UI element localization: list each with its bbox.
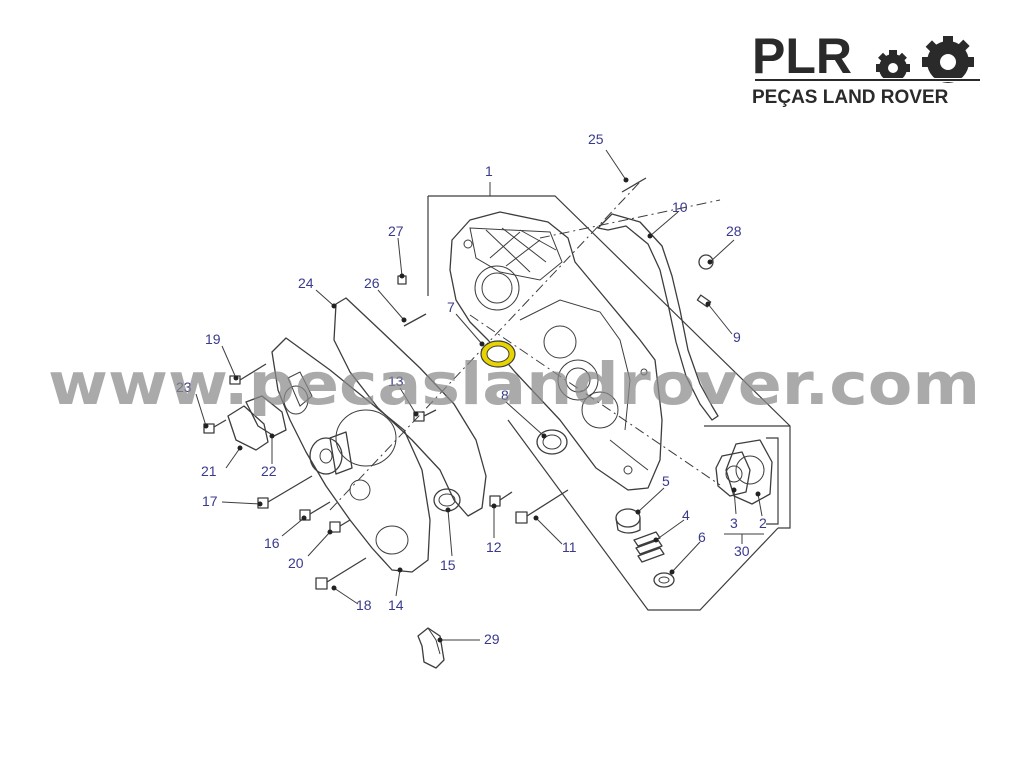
callout-7: 7: [447, 299, 455, 315]
timing-case: [449, 211, 663, 491]
cover-plates: [227, 395, 287, 451]
crank-seal: [536, 429, 568, 455]
callout-26: 26: [364, 275, 380, 291]
logo-subtitle: PEÇAS LAND ROVER: [752, 87, 949, 108]
callout-19: 19: [205, 331, 221, 347]
callout-28: 28: [726, 223, 742, 239]
callout-14: 14: [388, 597, 404, 613]
cover-seal: [433, 488, 461, 512]
oil-seal-highlighted: [480, 340, 516, 368]
watermark-url: www.pecaslandrover.com: [48, 350, 980, 418]
oil-pump: [715, 439, 773, 505]
callout-21: 21: [201, 463, 217, 479]
plr-logo: PLR PEÇAS LAND ROVER: [752, 28, 980, 108]
callout-6: 6: [698, 529, 706, 545]
callout-5: 5: [662, 473, 670, 489]
callout-1: 1: [485, 163, 493, 179]
fasteners: [203, 177, 714, 590]
callout-30: 30: [734, 543, 750, 559]
callout-11: 11: [562, 539, 577, 555]
front-cover: [271, 337, 431, 573]
callout-3: 3: [730, 515, 738, 531]
callout-20: 20: [288, 555, 304, 571]
callout-9: 9: [733, 329, 741, 345]
callout-13: 13: [388, 373, 404, 389]
callout-15: 15: [440, 557, 456, 573]
housing-frame: [427, 195, 791, 611]
callout-18: 18: [356, 597, 372, 613]
callout-25: 25: [588, 131, 604, 147]
callout-27: 27: [388, 223, 404, 239]
callout-8: 8: [501, 387, 509, 403]
callout-24: 24: [298, 275, 314, 291]
front-gasket: [333, 297, 487, 517]
callout-12: 12: [486, 539, 502, 555]
callout-22: 22: [261, 463, 277, 479]
callout-10: 10: [672, 199, 688, 215]
relief-valve-parts: [615, 508, 675, 588]
callout-17: 17: [202, 493, 218, 509]
callout-2: 2: [759, 515, 767, 531]
callout-labels: 1 2 3 4 5 6 7 8 9 10 11 12 13 14 15 16 1…: [176, 131, 767, 647]
callout-23: 23: [176, 379, 192, 395]
bracket: [417, 627, 445, 669]
leader-dots: [203, 177, 761, 643]
callout-4: 4: [682, 507, 690, 523]
callout-29: 29: [484, 631, 500, 647]
gears-icon: [870, 36, 980, 83]
leader-lines: [195, 149, 764, 641]
logo-brand: PLR: [752, 28, 852, 84]
callout-16: 16: [264, 535, 280, 551]
gasket-10: [597, 213, 719, 421]
